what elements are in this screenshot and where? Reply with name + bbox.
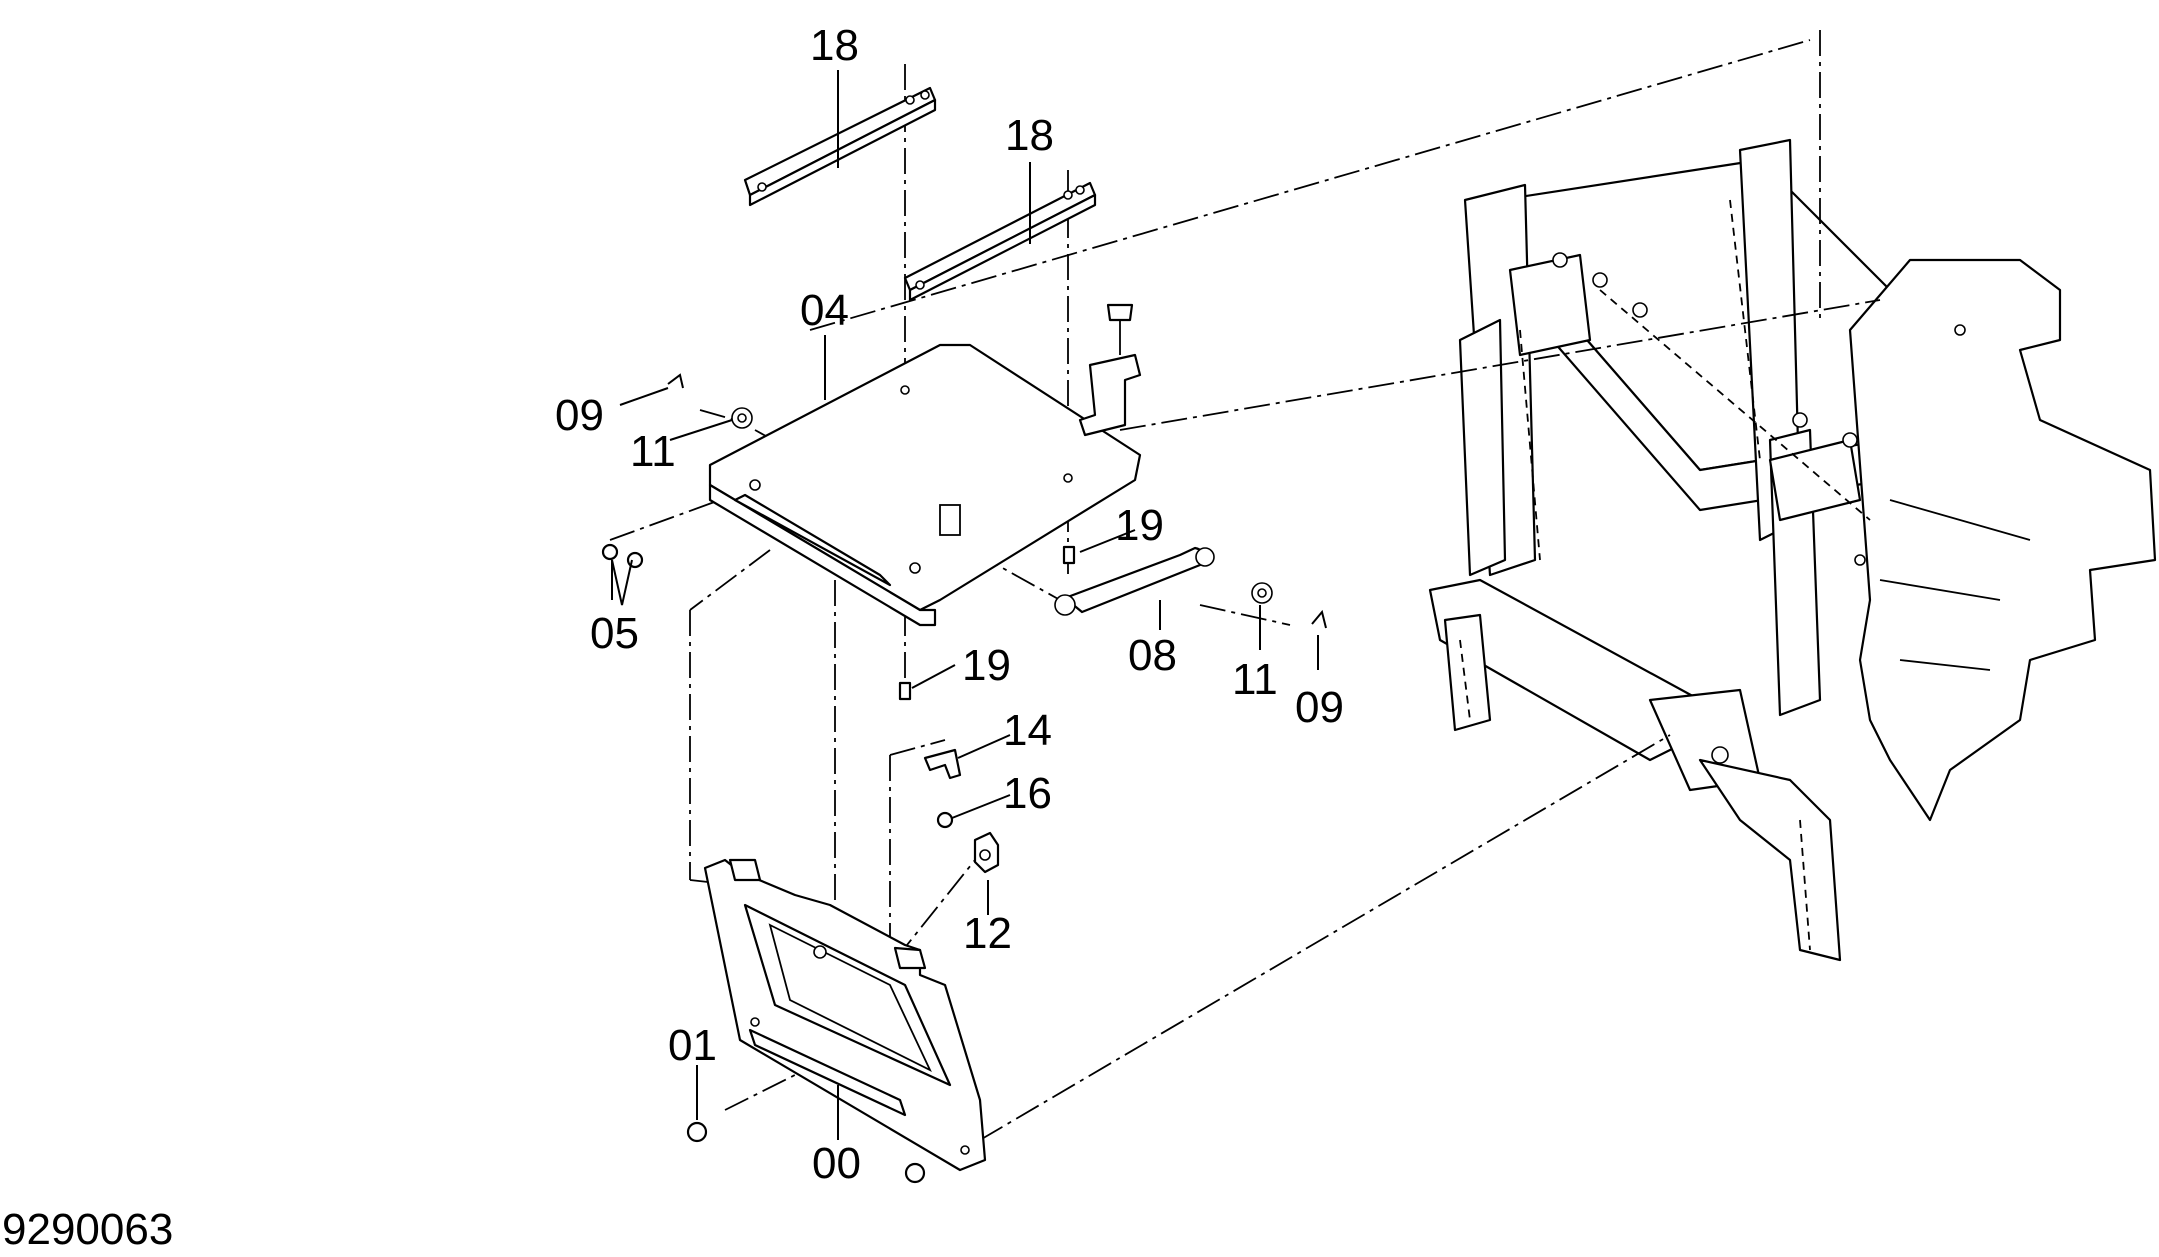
- bolt-01: [686, 1121, 708, 1143]
- washer-11-left: [731, 407, 753, 429]
- bolt-19-upper: [1062, 545, 1076, 565]
- callout-14: 14: [1003, 706, 1052, 755]
- nut-16: [936, 811, 954, 829]
- callout-19-upper: 19: [1115, 501, 1164, 550]
- frame-assembly: [1428, 138, 2157, 962]
- callout-18-lower: 18: [1005, 111, 1054, 160]
- leader-lines: [611, 70, 1319, 1140]
- callout-00: 00: [812, 1139, 861, 1188]
- clip-14: [923, 748, 962, 780]
- strap-18-upper: [743, 86, 937, 207]
- tray-plate-04: [708, 343, 1142, 627]
- strap-18-lower: [903, 181, 1097, 302]
- rod-08: [1054, 546, 1215, 616]
- clip-09-right: [1311, 609, 1327, 629]
- callout-01: 01: [668, 1021, 717, 1070]
- bolt-00: [904, 1162, 926, 1184]
- bolt-19-lower: [898, 681, 912, 701]
- callout-labels: 18 18 04 09 11 05 19 08 11 09 19 14 16 1…: [555, 21, 1344, 1188]
- callout-04: 04: [800, 286, 849, 335]
- cover-panel-00: [703, 858, 987, 1172]
- callout-12: 12: [963, 909, 1012, 958]
- drawing-reference-number: 9290063: [2, 1205, 173, 1254]
- callout-16: 16: [1003, 769, 1052, 818]
- callout-11-right: 11: [1232, 655, 1278, 704]
- callout-08: 08: [1128, 631, 1177, 680]
- callout-05: 05: [590, 609, 639, 658]
- latch-12: [973, 831, 1000, 874]
- bolts-05: [601, 543, 644, 569]
- callout-18-upper: 18: [810, 21, 859, 70]
- callout-09-left: 09: [555, 391, 604, 440]
- callout-09-right: 09: [1295, 683, 1344, 732]
- bracket: [1078, 303, 1142, 437]
- clip-09-left: [667, 373, 684, 389]
- callout-19-lower: 19: [962, 641, 1011, 690]
- washer-11-right: [1251, 582, 1273, 604]
- callout-11-left: 11: [630, 427, 676, 476]
